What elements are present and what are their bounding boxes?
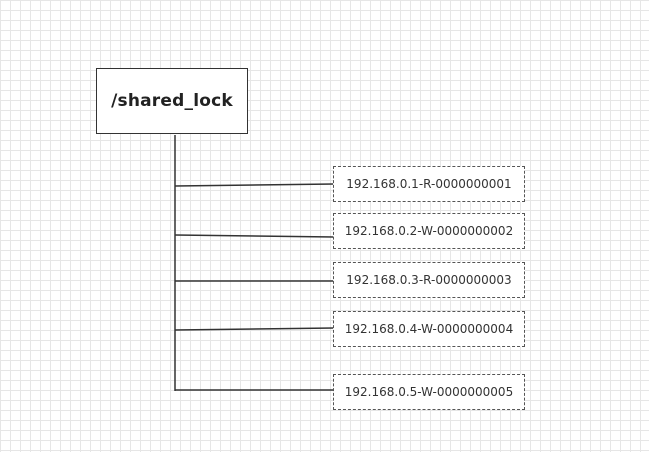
child-label: 192.168.0.2-W-0000000002	[344, 224, 514, 238]
child-node-5: 192.168.0.5-W-0000000005	[333, 374, 525, 410]
child-node-3: 192.168.0.3-R-0000000003	[333, 262, 525, 298]
child-label: 192.168.0.3-R-0000000003	[346, 273, 512, 287]
branch-line	[174, 327, 335, 331]
child-label: 192.168.0.4-W-0000000004	[344, 322, 514, 336]
child-label: 192.168.0.5-W-0000000005	[344, 385, 514, 399]
branch-line	[174, 234, 335, 238]
child-node-2: 192.168.0.2-W-0000000002	[333, 213, 525, 249]
branch-line	[174, 183, 335, 187]
root-node: /shared_lock	[96, 68, 248, 134]
root-label: /shared_lock	[111, 91, 233, 111]
child-node-1: 192.168.0.1-R-0000000001	[333, 166, 525, 202]
child-label: 192.168.0.1-R-0000000001	[346, 177, 512, 191]
child-node-4: 192.168.0.4-W-0000000004	[333, 311, 525, 347]
